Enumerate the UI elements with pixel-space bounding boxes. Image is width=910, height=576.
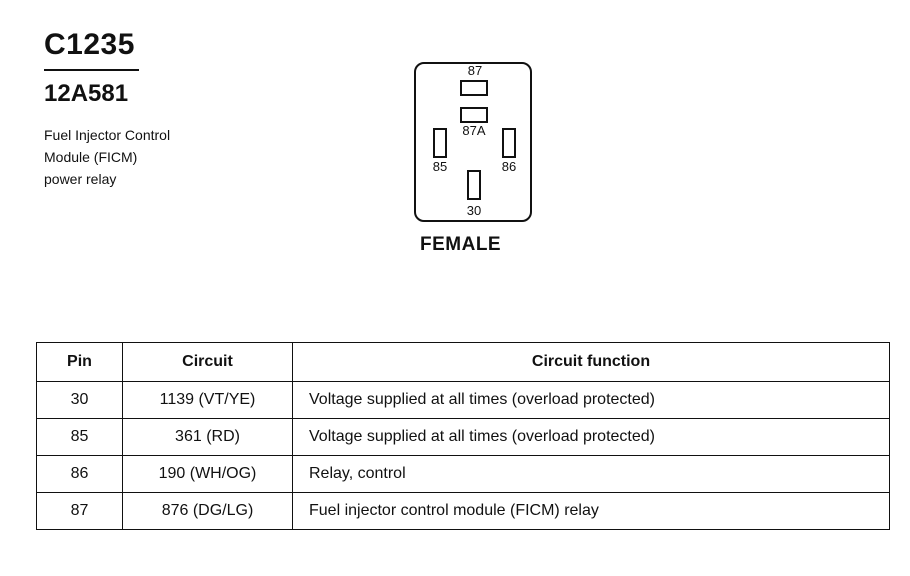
cell-pin: 87	[36, 492, 123, 530]
header-circuit-function: Circuit function	[292, 342, 890, 382]
cell-circuit: 1139 (VT/YE)	[122, 381, 293, 419]
pin-label-87: 87	[467, 63, 483, 78]
relay-connector-face: 87 87A 85 86 30	[414, 62, 532, 222]
cell-function: Relay, control	[292, 455, 890, 493]
description-line: power relay	[44, 171, 117, 187]
pin-label-87a: 87A	[462, 123, 486, 138]
cell-pin: 85	[36, 418, 123, 456]
title-underline	[44, 69, 139, 71]
pin-85-terminal	[433, 128, 447, 158]
header-pin: Pin	[36, 342, 123, 382]
pinout-table: Pin Circuit Circuit function 30 1139 (VT…	[36, 342, 890, 530]
connector-gender: FEMALE	[420, 234, 502, 255]
cell-function: Voltage supplied at all times (overload …	[292, 418, 890, 456]
cell-circuit: 361 (RD)	[122, 418, 293, 456]
pin-label-85: 85	[432, 159, 448, 174]
header-circuit: Circuit	[122, 342, 293, 382]
cell-circuit: 190 (WH/OG)	[122, 455, 293, 493]
pin-87a-terminal	[460, 107, 488, 123]
description-line: Fuel Injector Control	[44, 127, 171, 143]
pin-label-86: 86	[501, 159, 517, 174]
pin-label-30: 30	[466, 203, 482, 218]
table-row: 87 876 (DG/LG) Fuel injector control mod…	[36, 492, 890, 530]
connector-id: C1235	[44, 28, 135, 61]
connector-description: Fuel Injector Control Module (FICM) powe…	[44, 124, 170, 190]
pin-86-terminal	[502, 128, 516, 158]
table-row: 86 190 (WH/OG) Relay, control	[36, 455, 890, 493]
description-line: Module (FICM)	[44, 149, 138, 165]
part-number: 12A581	[44, 80, 129, 107]
cell-pin: 30	[36, 381, 123, 419]
table-row: 30 1139 (VT/YE) Voltage supplied at all …	[36, 381, 890, 419]
cell-circuit: 876 (DG/LG)	[122, 492, 293, 530]
pin-87-terminal	[460, 80, 488, 96]
table-header-row: Pin Circuit Circuit function	[36, 342, 890, 382]
cell-function: Voltage supplied at all times (overload …	[292, 381, 890, 419]
pin-30-terminal	[467, 170, 481, 200]
cell-function: Fuel injector control module (FICM) rela…	[292, 492, 890, 530]
table-row: 85 361 (RD) Voltage supplied at all time…	[36, 418, 890, 456]
cell-pin: 86	[36, 455, 123, 493]
